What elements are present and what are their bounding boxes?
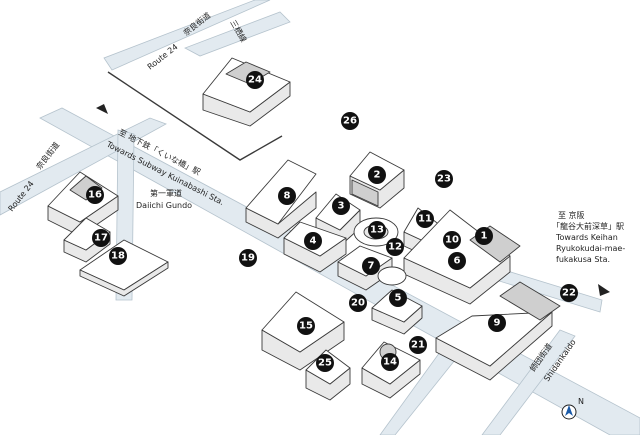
marker-20[interactable]: 20 bbox=[349, 294, 367, 312]
svg-text:22: 22 bbox=[562, 288, 576, 299]
marker-1[interactable]: 1 bbox=[475, 227, 493, 245]
marker-19[interactable]: 19 bbox=[239, 249, 257, 267]
svg-text:8: 8 bbox=[284, 191, 291, 202]
route24-top-road bbox=[103, 0, 271, 71]
svg-text:15: 15 bbox=[299, 321, 313, 332]
svg-text:6: 6 bbox=[454, 256, 461, 267]
daiichi-jp-label: 第一軍道 bbox=[150, 188, 182, 198]
keihan-destination-line4: Ryukokudai-mae- bbox=[556, 244, 625, 253]
svg-text:19: 19 bbox=[241, 253, 255, 264]
svg-text:13: 13 bbox=[370, 225, 384, 236]
direction-arrows bbox=[96, 104, 610, 296]
marker-8[interactable]: 8 bbox=[278, 187, 296, 205]
svg-text:16: 16 bbox=[88, 190, 102, 201]
compass-label: N bbox=[578, 397, 584, 406]
svg-text:11: 11 bbox=[418, 214, 432, 225]
building-9 bbox=[435, 281, 561, 381]
svg-text:12: 12 bbox=[388, 242, 402, 253]
marker-14[interactable]: 14 bbox=[381, 353, 399, 371]
keihan-destination-line3: Towards Keihan bbox=[555, 233, 618, 242]
svg-text:10: 10 bbox=[445, 235, 459, 246]
marker-9[interactable]: 9 bbox=[488, 314, 506, 332]
svg-text:25: 25 bbox=[318, 358, 332, 369]
shidankaido-road bbox=[481, 329, 576, 435]
svg-text:24: 24 bbox=[248, 75, 262, 86]
svg-text:18: 18 bbox=[111, 251, 125, 262]
marker-22[interactable]: 22 bbox=[560, 284, 578, 302]
marker-5[interactable]: 5 bbox=[389, 289, 407, 307]
marker-21[interactable]: 21 bbox=[409, 336, 427, 354]
marker-7[interactable]: 7 bbox=[362, 257, 380, 275]
svg-text:3: 3 bbox=[338, 201, 345, 212]
compass-icon bbox=[565, 405, 573, 416]
marker-24[interactable]: 24 bbox=[246, 71, 264, 89]
marker-15[interactable]: 15 bbox=[297, 317, 315, 335]
building-18 bbox=[79, 239, 169, 297]
marker-26[interactable]: 26 bbox=[341, 112, 359, 130]
marker-2[interactable]: 2 bbox=[368, 166, 386, 184]
svg-text:17: 17 bbox=[94, 233, 108, 244]
north-boundary-line bbox=[107, 71, 283, 161]
building-24 bbox=[202, 57, 291, 127]
svg-text:21: 21 bbox=[411, 340, 425, 351]
svg-text:9: 9 bbox=[494, 318, 501, 329]
svg-text:20: 20 bbox=[351, 298, 365, 309]
compass: N bbox=[561, 397, 584, 420]
keihan-destination-line1: 至 京阪 bbox=[558, 210, 585, 220]
daiichi-en-label: Daiichi Gundo bbox=[136, 201, 192, 210]
keihan-destination-line2: 「龍谷大前深草」駅 bbox=[552, 221, 624, 231]
marker-3[interactable]: 3 bbox=[332, 197, 350, 215]
svg-text:26: 26 bbox=[343, 116, 357, 127]
svg-text:5: 5 bbox=[395, 293, 402, 304]
marker-13[interactable]: 13 bbox=[368, 221, 386, 239]
markers: 1 2 3 4 5 6 7 8 9 10 11 12 13 14 15 16 1… bbox=[86, 71, 578, 372]
marker-16[interactable]: 16 bbox=[86, 186, 104, 204]
keihan-arrow-icon bbox=[598, 284, 610, 296]
svg-text:7: 7 bbox=[368, 261, 375, 272]
marker-6[interactable]: 6 bbox=[448, 252, 466, 270]
svg-text:2: 2 bbox=[374, 170, 381, 181]
marker-12[interactable]: 12 bbox=[386, 238, 404, 256]
marker-4[interactable]: 4 bbox=[304, 232, 322, 250]
marker-18[interactable]: 18 bbox=[109, 247, 127, 265]
svg-text:23: 23 bbox=[437, 174, 451, 185]
marker-23[interactable]: 23 bbox=[435, 170, 453, 188]
marker-25[interactable]: 25 bbox=[316, 354, 334, 372]
keihan-destination-line5: fukakusa Sta. bbox=[556, 255, 610, 264]
sanshin-road bbox=[184, 11, 291, 57]
marker-17[interactable]: 17 bbox=[92, 229, 110, 247]
marker-10[interactable]: 10 bbox=[443, 231, 461, 249]
svg-text:4: 4 bbox=[310, 236, 317, 247]
svg-text:1: 1 bbox=[481, 231, 488, 242]
subway-arrow-icon bbox=[96, 104, 108, 114]
marker-11[interactable]: 11 bbox=[416, 210, 434, 228]
building-17 bbox=[63, 217, 111, 263]
round-plaza bbox=[377, 266, 407, 286]
svg-text:14: 14 bbox=[383, 357, 397, 368]
